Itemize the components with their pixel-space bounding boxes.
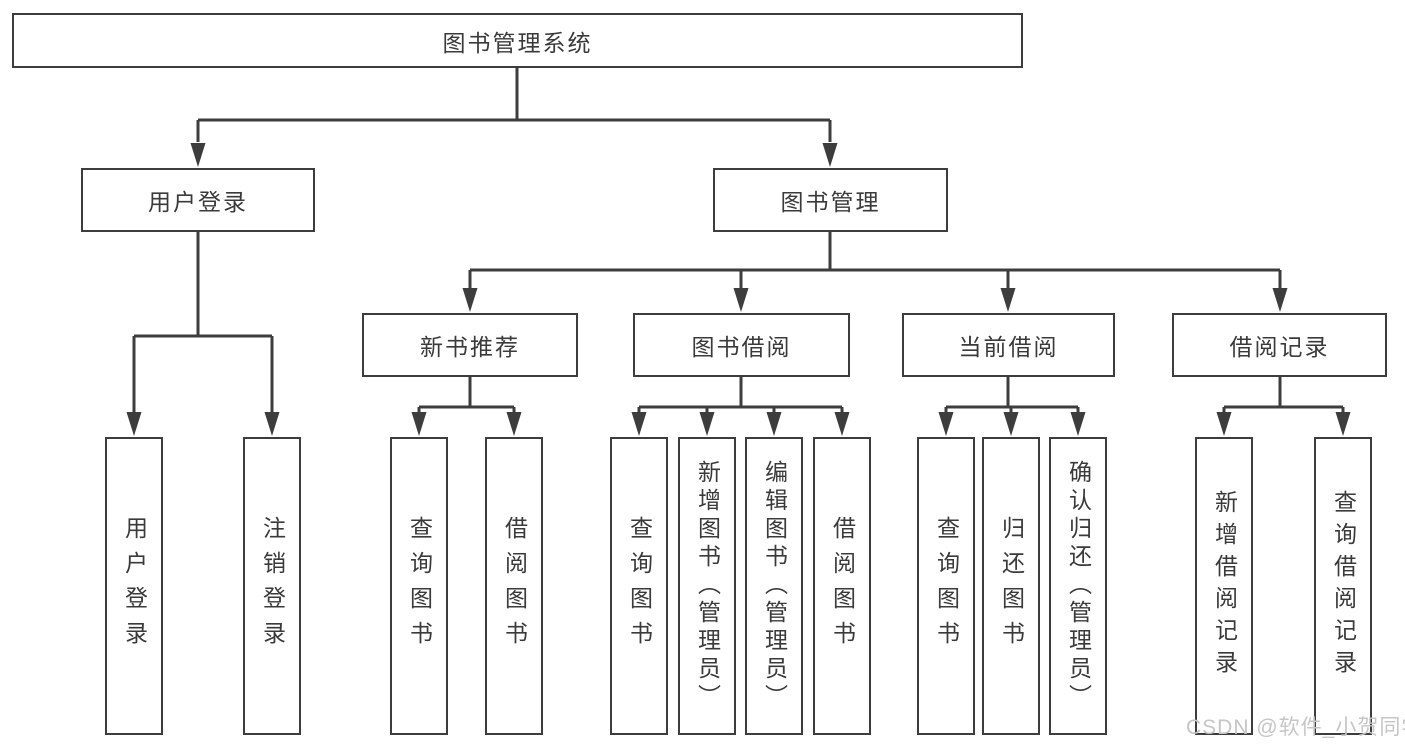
leaf-query-books-recommend-label: 查询图书 <box>406 516 433 656</box>
node-user-login: 用户登录 <box>81 168 315 232</box>
leaf-add-books-admin: 新增图书（管理员） <box>678 437 736 735</box>
arrowhead <box>1335 412 1351 436</box>
leaf-query-borrow-record: 查询借阅记录 <box>1314 437 1372 735</box>
arrowhead <box>1003 412 1019 436</box>
leaf-query-books-borrow: 查询图书 <box>610 437 668 735</box>
leaf-logout-label: 注销登录 <box>259 516 286 656</box>
leaf-borrow-books: 借阅图书 <box>813 437 871 735</box>
leaf-borrow-books-recommend-label: 借阅图书 <box>501 516 528 656</box>
leaf-query-borrow-record-label: 查询借阅记录 <box>1330 490 1357 682</box>
leaf-add-borrow-record-label: 新增借阅记录 <box>1211 490 1238 682</box>
node-new-book-recommend: 新书推荐 <box>362 313 578 377</box>
node-borrow-records: 借阅记录 <box>1172 313 1387 377</box>
node-book-management: 图书管理 <box>713 168 948 232</box>
node-user-login-label: 用户登录 <box>148 189 248 215</box>
arrowhead <box>766 412 782 436</box>
connector-user-login <box>132 232 274 412</box>
connector-new-books <box>417 377 516 412</box>
leaf-query-books-current: 查询图书 <box>917 437 975 735</box>
leaf-add-books-admin-label: 新增图书（管理员） <box>694 460 721 712</box>
connector-book-borrow <box>637 377 844 412</box>
leaf-borrow-books-recommend: 借阅图书 <box>485 437 543 735</box>
arrowhead <box>462 288 478 312</box>
leaf-confirm-return-admin: 确认归还（管理员） <box>1049 437 1107 735</box>
connector-root <box>196 68 832 142</box>
node-library-system: 图书管理系统 <box>12 13 1023 68</box>
arrowhead <box>190 143 206 167</box>
leaf-return-books-label: 归还图书 <box>998 516 1025 656</box>
node-library-system-label: 图书管理系统 <box>442 29 593 56</box>
leaf-edit-books-admin-label: 编辑图书（管理员） <box>761 460 788 712</box>
node-borrow-records-label: 借阅记录 <box>1229 334 1330 360</box>
leaf-add-borrow-record: 新增借阅记录 <box>1195 437 1253 735</box>
node-current-borrowing: 当前借阅 <box>902 313 1115 377</box>
node-book-management-label: 图书管理 <box>780 189 881 215</box>
node-current-borrowing-label: 当前借阅 <box>958 334 1059 360</box>
arrowhead <box>1070 412 1086 436</box>
connector-borrow-records <box>1222 377 1345 412</box>
arrowhead <box>834 412 850 436</box>
node-new-book-recommend-label: 新书推荐 <box>420 334 520 360</box>
leaf-user-login-label: 用户登录 <box>121 516 148 656</box>
leaf-query-books-current-label: 查询图书 <box>933 516 960 656</box>
arrowhead <box>126 412 142 436</box>
arrowhead <box>264 412 280 436</box>
leaf-query-books-borrow-label: 查询图书 <box>626 516 653 656</box>
arrowhead <box>1216 412 1232 436</box>
leaf-borrow-books-label: 借阅图书 <box>829 516 856 656</box>
arrowhead <box>411 412 427 436</box>
csdn-watermark: CSDN @软件_小贺同学 <box>1186 716 1405 739</box>
arrowhead <box>631 412 647 436</box>
arrowhead <box>506 412 522 436</box>
connector-book-management <box>468 232 1282 288</box>
connector-current-borrow <box>944 377 1080 412</box>
leaf-confirm-return-admin-label: 确认归还（管理员） <box>1065 460 1092 712</box>
arrowhead <box>1000 288 1016 312</box>
arrowhead <box>699 412 715 436</box>
leaf-user-login: 用户登录 <box>105 437 163 735</box>
leaf-return-books: 归还图书 <box>982 437 1040 735</box>
arrowhead <box>1272 288 1288 312</box>
leaf-query-books-recommend: 查询图书 <box>390 437 448 735</box>
arrowhead <box>822 143 838 167</box>
node-book-borrowing-label: 图书借阅 <box>691 334 792 360</box>
arrowhead <box>938 412 954 436</box>
node-book-borrowing: 图书借阅 <box>633 313 850 377</box>
leaf-edit-books-admin: 编辑图书（管理员） <box>745 437 803 735</box>
leaf-logout: 注销登录 <box>243 437 301 735</box>
arrowhead <box>733 288 749 312</box>
